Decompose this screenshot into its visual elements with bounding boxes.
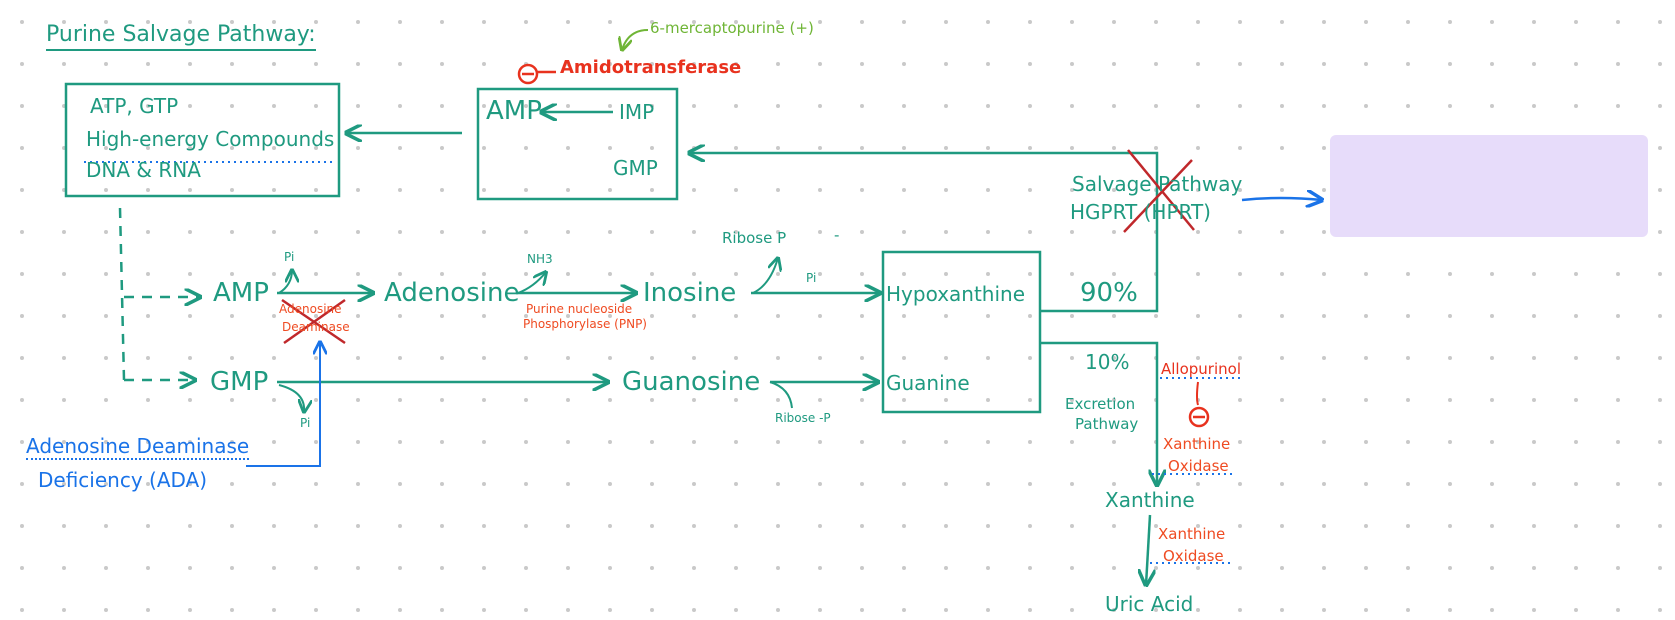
box-amp-label: AMP	[486, 96, 542, 126]
pnp-enzyme-line2: Phosphorylase (PNP)	[523, 317, 647, 331]
ada-deficiency-line2: Deficiency (ADA)	[38, 468, 208, 492]
pnp-enzyme-line1: Purine nucleoside	[526, 302, 633, 316]
salvage-percent: 90%	[1080, 278, 1138, 308]
node-amp: AMP	[213, 278, 269, 308]
pi-label-2: Pi	[300, 416, 311, 430]
arrow-to-panel	[1241, 198, 1322, 200]
allopurinol-inhibit-circle	[1188, 406, 1210, 428]
ribose-p-bottom-label: Ribose -P	[775, 411, 831, 425]
node-gmp: GMP	[210, 367, 269, 397]
atp-gtp-label: ATP, GTP	[90, 94, 179, 118]
hypoxanthine-guanine-box	[881, 250, 1042, 414]
node-guanine: Guanine	[886, 371, 970, 395]
allopurinol-stem	[1196, 381, 1199, 406]
hgprt-label: HGPRT (HPRT)	[1070, 200, 1211, 224]
node-guanosine: Guanosine	[622, 367, 761, 397]
pi-label-1: Pi	[284, 250, 295, 264]
arrow-gmp-pi	[278, 384, 304, 412]
xanthine-oxidase-1-line1: Xanthine	[1163, 435, 1231, 453]
arrow-excretion	[1040, 341, 1157, 485]
dash-label: -	[834, 226, 840, 244]
box-imp-label: IMP	[619, 100, 655, 124]
amidotransferase-inhibit-circle	[517, 63, 539, 85]
box-gmp-label: GMP	[613, 156, 658, 180]
xanthine-oxidase-2-line1: Xanthine	[1158, 525, 1226, 543]
node-uric-acid: Uric Acid	[1105, 592, 1194, 616]
allopurinol-label: Allopurinol	[1161, 360, 1241, 378]
ada-enzyme-line1: Adenosine	[279, 302, 342, 316]
atp-gtp-box	[64, 82, 341, 198]
arrow-guanosine-ribose	[769, 381, 793, 409]
arrow-inosine-ribose	[752, 258, 778, 294]
amp-imp-gmp-box	[476, 87, 679, 201]
arrow-salvage-loop	[689, 153, 1159, 313]
purple-note-panel	[1330, 135, 1648, 237]
ada-enzyme-line2: Deaminase	[282, 320, 350, 334]
node-inosine: Inosine	[643, 278, 737, 308]
pi-label-3: Pi	[806, 271, 817, 285]
high-energy-label: High-energy Compounds	[86, 127, 335, 151]
amidotransferase-label: Amidotransferase	[560, 57, 742, 78]
excretion-label-line2: Pathway	[1075, 415, 1139, 433]
xanthine-oxidase-2-line2: Oxidase	[1163, 547, 1224, 565]
mercaptopurine-label: 6-mercaptopurine (+)	[650, 19, 814, 37]
arrow-mercaptopurine	[622, 29, 649, 50]
arrow-adenosine-nh3	[517, 272, 546, 294]
xanthine-oxidase-1-line2: Oxidase	[1168, 457, 1229, 475]
excretion-label-line1: Excretion	[1065, 395, 1136, 413]
salvage-pathway-label: Salvage Pathway	[1072, 172, 1243, 196]
arrow-ada-deficiency	[246, 342, 320, 467]
excretion-percent: 10%	[1085, 350, 1130, 374]
ada-deficiency-line1: Adenosine Deaminase	[26, 434, 250, 460]
arrow-amp-pi	[278, 270, 292, 294]
dna-rna-label: DNA & RNA	[86, 158, 201, 182]
node-adenosine: Adenosine	[384, 278, 520, 308]
node-hypoxanthine: Hypoxanthine	[886, 282, 1026, 306]
node-xanthine: Xanthine	[1105, 488, 1195, 512]
arrow-xanthine-to-uric	[1146, 514, 1150, 585]
cross-hgprt	[1123, 149, 1195, 233]
cross-ada	[281, 298, 346, 345]
page-title: Purine Salvage Pathway:	[46, 24, 316, 51]
ribose-p-top-label: Ribose P	[722, 229, 787, 247]
nh3-label: NH3	[527, 252, 553, 266]
